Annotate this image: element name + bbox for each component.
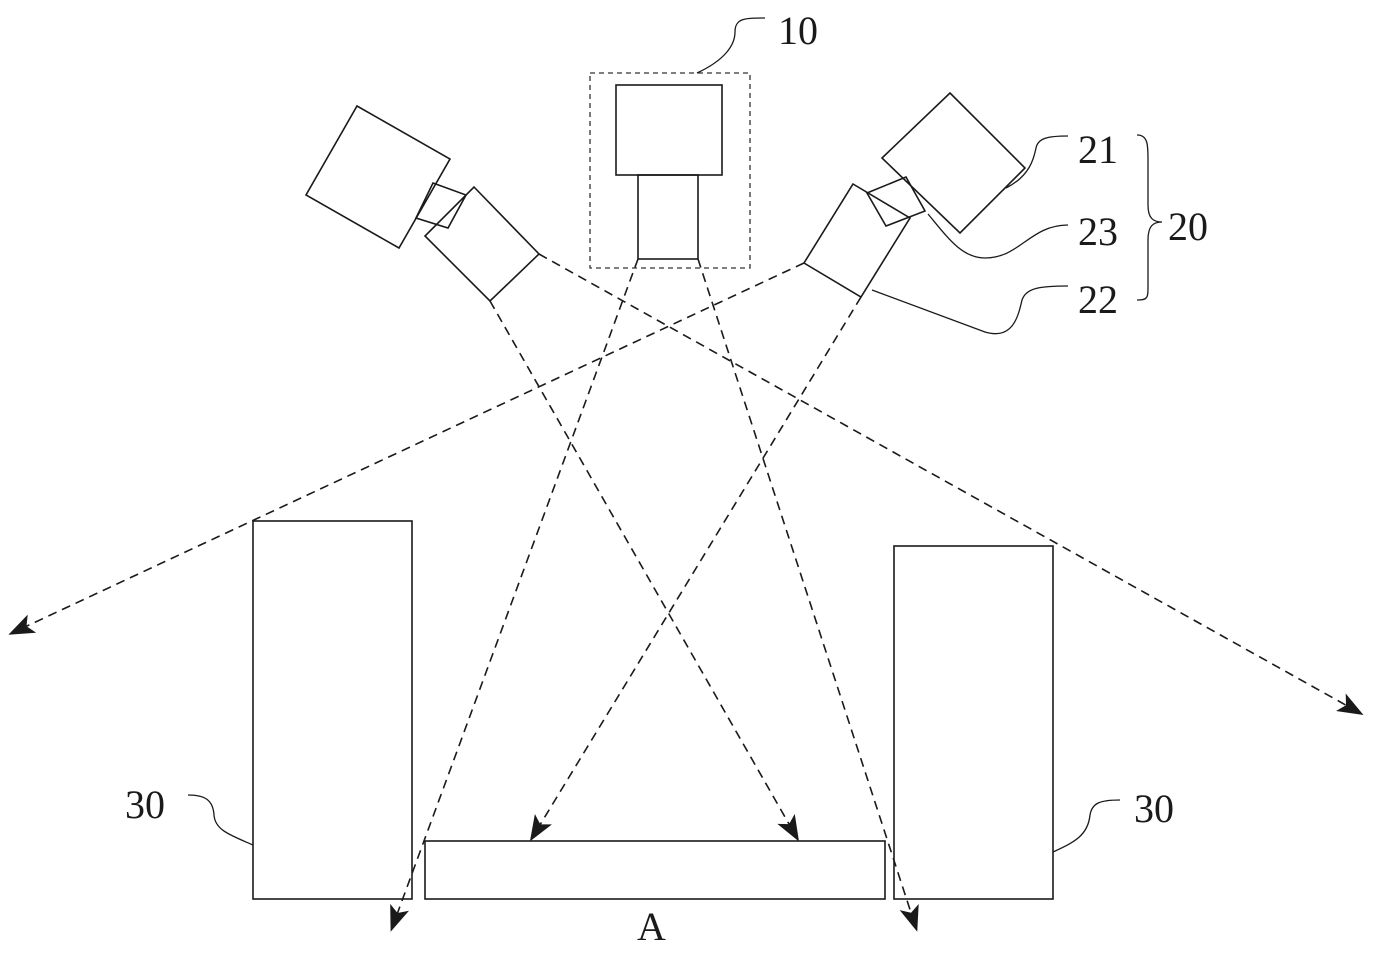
right-light-source bbox=[880, 91, 1027, 235]
side-block-right bbox=[893, 545, 1054, 900]
left-light-lens bbox=[423, 185, 541, 303]
camera-body bbox=[615, 84, 723, 176]
left-light-unit bbox=[304, 104, 541, 303]
left-connector bbox=[414, 182, 468, 229]
right-connector bbox=[865, 175, 927, 227]
leader-30-right bbox=[1052, 799, 1121, 853]
label-23: 23 bbox=[1078, 209, 1118, 254]
label-a: A bbox=[637, 904, 666, 949]
label-30-right: 30 bbox=[1134, 786, 1174, 831]
right-light-unit bbox=[802, 91, 1027, 299]
leader-23 bbox=[927, 213, 1069, 259]
label-10: 10 bbox=[778, 8, 818, 53]
ray-left-light-to-right-edge bbox=[538, 253, 1364, 715]
label-30-left: 30 bbox=[125, 782, 165, 827]
target-area-a bbox=[424, 840, 886, 900]
right-light-lens bbox=[802, 182, 912, 299]
side-block-left bbox=[252, 520, 413, 900]
leader-21 bbox=[1005, 135, 1069, 189]
camera-lens bbox=[637, 174, 699, 260]
camera-10 bbox=[589, 72, 751, 269]
label-21: 21 bbox=[1078, 127, 1118, 172]
leader-22 bbox=[871, 285, 1069, 335]
left-light-source bbox=[304, 104, 452, 250]
ray-right-light-to-left-edge bbox=[8, 262, 805, 635]
ray-left-light-to-target bbox=[489, 300, 799, 842]
ray-right-light-to-target bbox=[529, 296, 862, 842]
label-20: 20 bbox=[1168, 204, 1208, 249]
leader-10 bbox=[696, 17, 766, 74]
camera-dashed-boundary bbox=[589, 72, 751, 269]
leader-30-left bbox=[187, 794, 254, 846]
label-22: 22 bbox=[1078, 277, 1118, 322]
group-brace bbox=[1136, 134, 1163, 301]
ray-camera-right bbox=[697, 258, 919, 932]
ray-camera-left bbox=[390, 258, 639, 932]
